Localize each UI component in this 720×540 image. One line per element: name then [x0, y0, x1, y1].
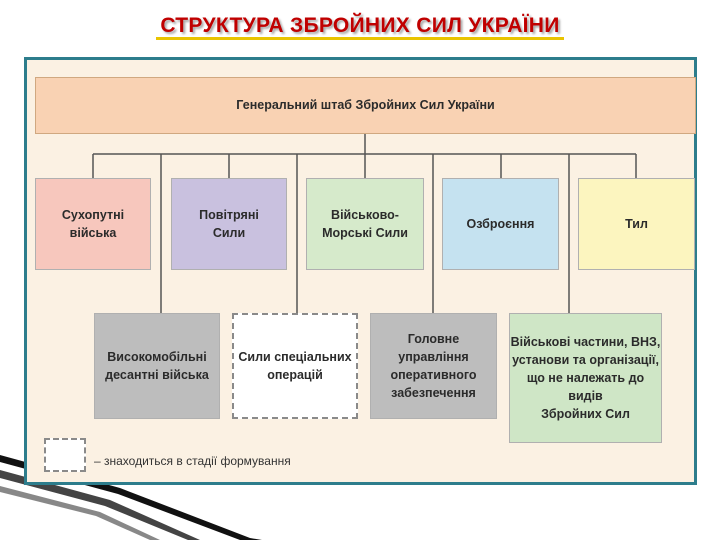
operational-support-box: Головне управління оперативного забезпеч… — [370, 313, 497, 419]
headquarters-box: Генеральний штаб Збройних Сил України — [35, 77, 696, 134]
branch-land-forces: Сухопутні війська — [35, 178, 151, 270]
legend-dashed-swatch — [44, 438, 86, 472]
other-units-box: Військові частини, ВНЗ, установи та орга… — [509, 313, 662, 443]
headquarters-label: Генеральний штаб Збройних Сил України — [236, 98, 495, 113]
branch-logistics: Тил — [578, 178, 695, 270]
branch-label: Військово- Морські Сили — [322, 207, 408, 240]
branch-air-force: Повітряні Сили — [171, 178, 287, 270]
branch-label: Повітряні Сили — [199, 207, 259, 240]
branch-armament: Озброєння — [442, 178, 559, 270]
branch-navy: Військово- Морські Сили — [306, 178, 424, 270]
branch-label: Тил — [625, 216, 648, 231]
airborne-forces-box: Високомобільні десантні війська — [94, 313, 220, 419]
unit-label: Сили спеціальних операцій — [238, 349, 352, 382]
unit-label: Головне управління оперативного забезпеч… — [390, 331, 477, 401]
unit-label: Високомобільні десантні війська — [105, 349, 209, 382]
page-title: СТРУКТУРА ЗБРОЙНИХ СИЛ УКРАЇНИ — [0, 14, 720, 40]
special-operations-box: Сили спеціальних операцій — [232, 313, 358, 419]
branch-label: Сухопутні війська — [61, 207, 125, 240]
unit-label: Військові частини, ВНЗ, установи та орга… — [510, 334, 661, 422]
legend-label: – знаходиться в стадії формування — [94, 454, 291, 468]
branch-label: Озброєння — [466, 216, 535, 231]
